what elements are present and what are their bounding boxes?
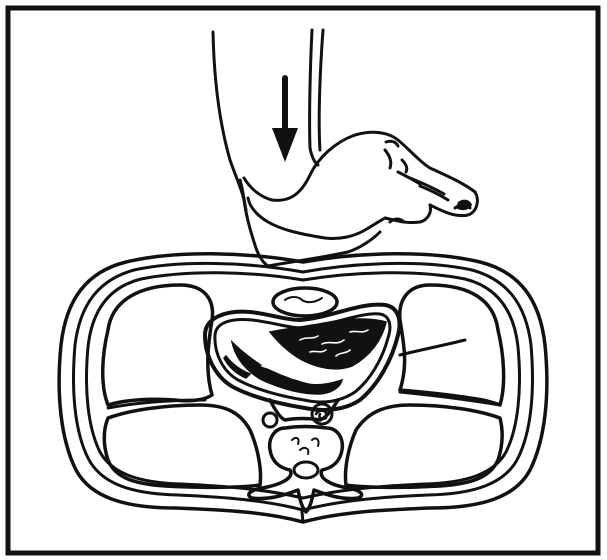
left-lung [103,285,213,405]
hand-and-forearm [213,30,477,266]
right-lung [400,285,504,405]
heart-chambers [224,319,386,394]
downward-arrow-icon [272,78,298,162]
